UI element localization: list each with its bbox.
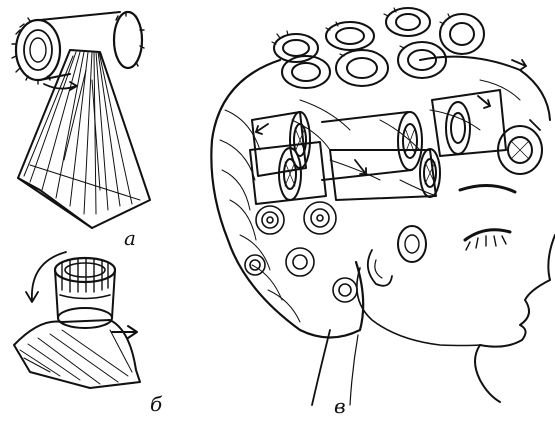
panel-b-roller-rolled xyxy=(14,252,140,388)
panel-v-head-with-rollers xyxy=(211,8,555,405)
label-b: б xyxy=(150,394,162,414)
label-v: в xyxy=(334,396,346,416)
label-a: а xyxy=(124,228,136,248)
panel-a-roller-strand xyxy=(12,12,150,228)
